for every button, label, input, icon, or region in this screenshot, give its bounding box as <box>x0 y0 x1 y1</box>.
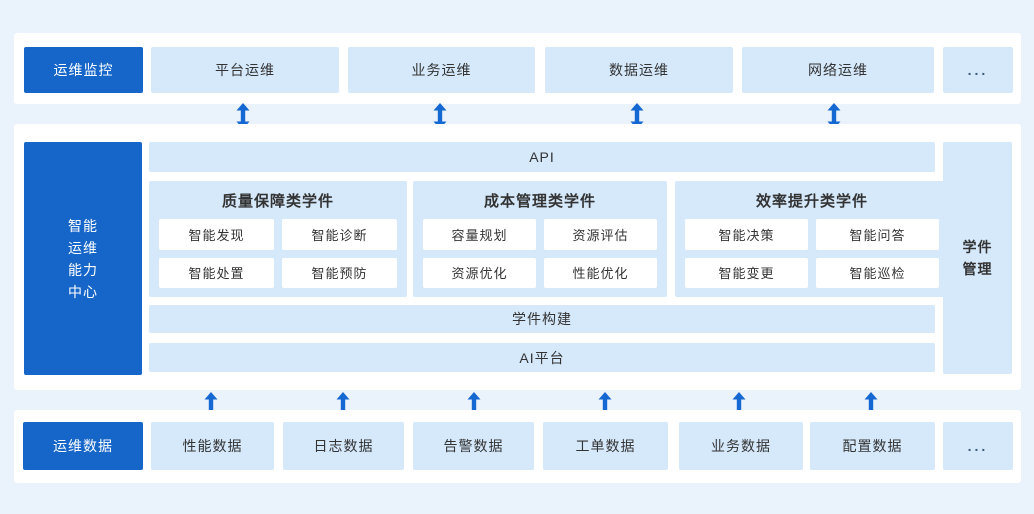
data-item-performance: 性能数据 <box>151 422 274 470</box>
learnware-item: 智能问答 <box>816 219 939 250</box>
capability-center-title: 智能 运维 能力 中心 <box>24 142 142 375</box>
group-grid: 容量规划 资源评估 资源优化 性能优化 <box>423 219 657 288</box>
data-item-business: 业务数据 <box>679 422 803 470</box>
data-item-ticket: 工单数据 <box>543 422 668 470</box>
data-layer-title: 运维数据 <box>23 422 143 470</box>
up-arrow-icon <box>467 392 481 410</box>
learnware-item: 智能预防 <box>282 257 397 288</box>
data-item-more: ... <box>943 422 1013 470</box>
group-efficiency-improvement: 效率提升类学件 智能决策 智能问答 智能变更 智能巡检 <box>675 181 949 297</box>
capability-center-title-line: 中心 <box>68 283 98 300</box>
learnware-item: 智能发现 <box>159 219 274 250</box>
monitoring-layer-title: 运维监控 <box>24 47 143 93</box>
monitoring-item-more: ... <box>943 47 1013 93</box>
learnware-management-panel: 学件 管理 <box>943 142 1012 374</box>
group-grid: 智能发现 智能诊断 智能处置 智能预防 <box>159 219 397 288</box>
learnware-management-line: 管理 <box>962 261 993 277</box>
group-title: 效率提升类学件 <box>755 192 868 210</box>
up-arrow-icon <box>336 392 350 410</box>
double-arrow-icon <box>433 103 447 129</box>
capability-center-panel: 智能 运维 能力 中心 API 质量保障类学件 智能发现 智能诊断 智能处置 智… <box>14 124 1021 390</box>
monitoring-item-business-ops: 业务运维 <box>348 47 535 93</box>
data-item-log: 日志数据 <box>283 422 404 470</box>
double-arrow-icon <box>827 103 841 129</box>
learnware-item: 性能优化 <box>544 257 657 288</box>
up-arrow-icon <box>732 392 746 410</box>
monitoring-item-network-ops: 网络运维 <box>742 47 934 93</box>
data-item-config: 配置数据 <box>810 422 935 470</box>
group-cost-management: 成本管理类学件 容量规划 资源评估 资源优化 性能优化 <box>413 181 667 297</box>
learnware-management-line: 学件 <box>962 239 993 255</box>
learnware-item: 智能巡检 <box>816 257 939 288</box>
capability-center-title-line: 能力 <box>68 261 98 278</box>
double-arrow-icon <box>236 103 250 129</box>
learnware-item: 智能变更 <box>685 257 808 288</box>
learnware-build-bar: 学件构建 <box>149 305 935 333</box>
monitoring-layer-panel: 运维监控 平台运维 业务运维 数据运维 网络运维 ... <box>14 33 1021 104</box>
group-grid: 智能决策 智能问答 智能变更 智能巡检 <box>685 219 939 288</box>
learnware-item: 资源优化 <box>423 257 536 288</box>
double-arrow-icon <box>630 103 644 129</box>
learnware-item: 智能决策 <box>685 219 808 250</box>
capability-center-title-line: 运维 <box>68 239 98 256</box>
monitoring-item-platform-ops: 平台运维 <box>151 47 339 93</box>
learnware-item: 容量规划 <box>423 219 536 250</box>
learnware-item: 智能诊断 <box>282 219 397 250</box>
up-arrow-icon <box>598 392 612 410</box>
api-bar: API <box>149 142 935 172</box>
ai-platform-bar: AI平台 <box>149 343 935 372</box>
capability-center-title-line: 智能 <box>68 217 98 234</box>
group-title: 成本管理类学件 <box>483 192 596 210</box>
group-title: 质量保障类学件 <box>221 192 334 210</box>
up-arrow-icon <box>204 392 218 410</box>
up-arrow-icon <box>864 392 878 410</box>
data-layer-panel: 运维数据 性能数据 日志数据 告警数据 工单数据 业务数据 配置数据 ... <box>14 410 1021 483</box>
learnware-item: 智能处置 <box>159 257 274 288</box>
monitoring-item-data-ops: 数据运维 <box>545 47 733 93</box>
group-quality-assurance: 质量保障类学件 智能发现 智能诊断 智能处置 智能预防 <box>149 181 407 297</box>
learnware-item: 资源评估 <box>544 219 657 250</box>
data-item-alarm: 告警数据 <box>413 422 534 470</box>
